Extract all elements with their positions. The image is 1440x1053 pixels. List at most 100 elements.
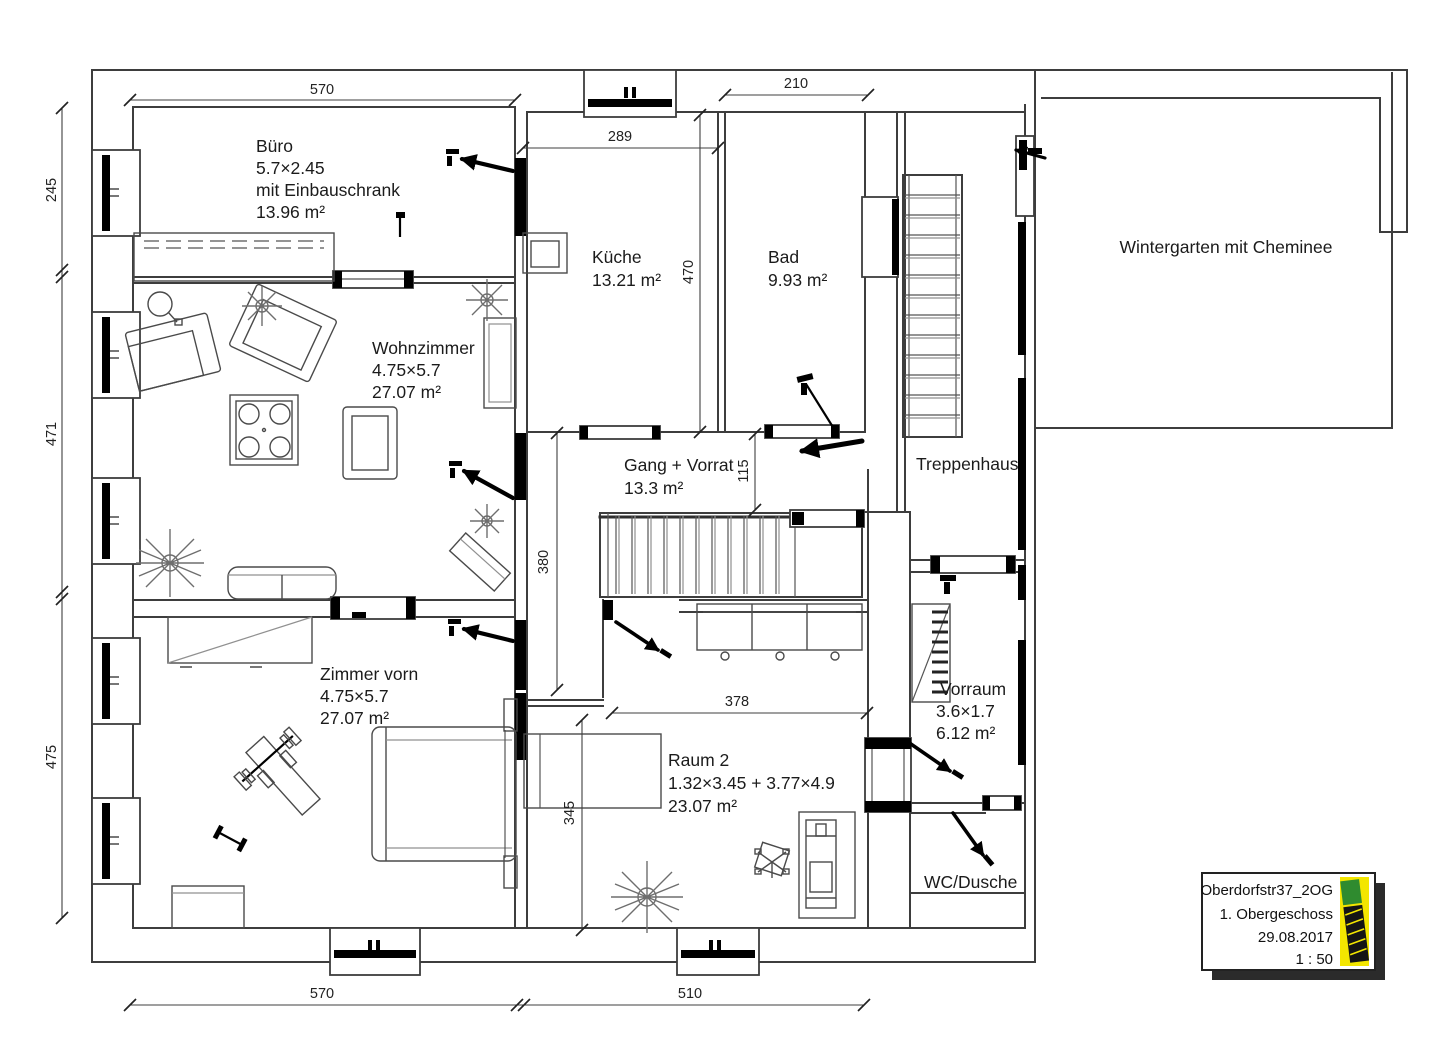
dim-label: 210 <box>784 76 808 92</box>
logo-strip <box>1340 877 1370 966</box>
room-label-wohnzimmer: Wohnzimmer 4.75×5.7 27.07 m² <box>372 338 475 402</box>
interior-window <box>864 737 912 813</box>
room-name: Küche <box>592 247 642 267</box>
bottom-wall-windows <box>329 927 760 976</box>
plant-icon <box>466 279 508 321</box>
dim-top-right: 210 <box>718 76 875 102</box>
dim-bottom: 570 510 <box>123 986 871 1012</box>
door-axis-icon <box>603 600 613 620</box>
room-label-wintergarten: Wintergarten mit Cheminee <box>1120 237 1333 257</box>
title-project: Oberdorfstr37_2OG <box>1200 882 1333 899</box>
room-label-vorraum: Vorraum 3.6×1.7 6.12 m² <box>936 679 1006 743</box>
logo-graphic <box>1340 879 1370 963</box>
nightstand <box>503 855 518 889</box>
sofa <box>124 312 222 393</box>
room-name: Zimmer vorn <box>320 664 418 684</box>
room-name: Treppenhaus <box>916 454 1019 474</box>
dim-kueche-width: 289 <box>516 129 725 155</box>
vorraum-furniture <box>911 603 951 703</box>
dim-label: 245 <box>44 178 60 202</box>
buero-furniture <box>133 232 335 282</box>
dim-label: 570 <box>310 82 334 98</box>
door-arrows <box>396 146 1047 867</box>
door-arrow <box>614 620 673 659</box>
dim-label: 570 <box>310 986 334 1002</box>
title-date: 29.08.2017 <box>1258 929 1333 946</box>
wardrobe <box>696 603 863 661</box>
treppenhaus-staircase <box>902 174 963 438</box>
bed <box>371 726 517 862</box>
fitness-machine <box>798 811 856 919</box>
room-size: 3.6×1.7 <box>936 701 995 721</box>
room-label-zimmer-vorn: Zimmer vorn 4.75×5.7 27.07 m² <box>320 664 418 728</box>
top-wall-window <box>583 69 677 118</box>
room-labels: Büro 5.7×2.45 mit Einbauschrank 13.96 m²… <box>256 136 1333 892</box>
dim-label: 115 <box>736 459 752 482</box>
door-arrow <box>446 149 516 174</box>
door-axis-icon <box>396 212 405 237</box>
dim-label: 470 <box>681 260 697 284</box>
room-area: 13.96 m² <box>256 202 325 222</box>
dim-left-chain: 245 471 475 <box>44 101 69 925</box>
room-name: Büro <box>256 136 293 156</box>
dim-corridor: 115 <box>736 427 762 517</box>
dim-label: 471 <box>44 422 60 446</box>
room-note: mit Einbauschrank <box>256 180 400 200</box>
dim-kueche-height: 470 <box>681 108 707 439</box>
window-icon <box>91 477 141 565</box>
room-area: 13.21 m² <box>592 270 661 290</box>
room-name: Wohnzimmer <box>372 338 475 358</box>
room-name: Raum 2 <box>668 750 729 770</box>
title-block: Oberdorfstr37_2OG 1. Obergeschoss 29.08.… <box>1200 872 1385 980</box>
built-in-closet <box>133 232 335 282</box>
room-label-treppenhaus: Treppenhaus <box>916 454 1019 474</box>
wall-bench <box>483 317 517 409</box>
shaft <box>861 196 899 278</box>
lamp-icon <box>147 291 183 326</box>
wintergarten-walls <box>1034 71 1408 429</box>
door-arrow <box>448 619 516 644</box>
room-area: 13.3 m² <box>624 478 683 498</box>
dimension-lines: 570 210 289 470 245 471 475 115 380 378 … <box>44 76 875 1012</box>
door-thresholds <box>330 270 1022 813</box>
kueche-furniture <box>522 232 568 274</box>
room-label-kueche: Küche 13.21 m² <box>592 247 661 290</box>
dim-label: 345 <box>562 801 578 825</box>
room-name: WC/Dusche <box>924 872 1017 892</box>
room-label-buero: Büro 5.7×2.45 mit Einbauschrank 13.96 m² <box>256 136 400 222</box>
room-area: 9.93 m² <box>768 270 827 290</box>
desk <box>167 616 313 668</box>
room-area: 27.07 m² <box>320 708 389 728</box>
treppenhaus-entry-door <box>1015 135 1042 217</box>
room-name: Vorraum <box>940 679 1006 699</box>
christmas-tree-icon <box>136 529 204 597</box>
room-label-bad: Bad 9.93 m² <box>768 247 827 290</box>
shelf-ladder <box>911 603 951 703</box>
title-scale: 1 : 50 <box>1295 951 1333 968</box>
room-label-gang: Gang + Vorrat 13.3 m² <box>624 455 734 498</box>
raum2-furniture <box>523 603 863 933</box>
sideboard <box>227 566 337 600</box>
dim-label: 289 <box>608 129 632 145</box>
dim-raum2-width: 378 <box>605 694 874 720</box>
door-threshold <box>789 509 865 528</box>
table <box>229 394 299 466</box>
room-area: 6.12 m² <box>936 723 995 743</box>
dim-top-left: 570 <box>123 82 522 107</box>
zimmer-vorn-furniture <box>167 616 518 929</box>
door-threshold <box>330 596 416 620</box>
window-icon <box>91 797 141 885</box>
plant-icon <box>470 504 504 538</box>
dim-corridor-left: 380 <box>536 426 564 697</box>
door-threshold <box>764 424 840 439</box>
sofa <box>229 283 337 383</box>
window-icon <box>91 149 141 237</box>
gym-bench <box>233 726 322 817</box>
title-floor: 1. Obergeschoss <box>1220 906 1333 923</box>
room-size: 1.32×3.45 + 3.77×4.9 <box>668 773 835 793</box>
armchair <box>342 406 398 480</box>
wohnzimmer-furniture <box>124 279 517 600</box>
door-threshold <box>930 555 1016 594</box>
